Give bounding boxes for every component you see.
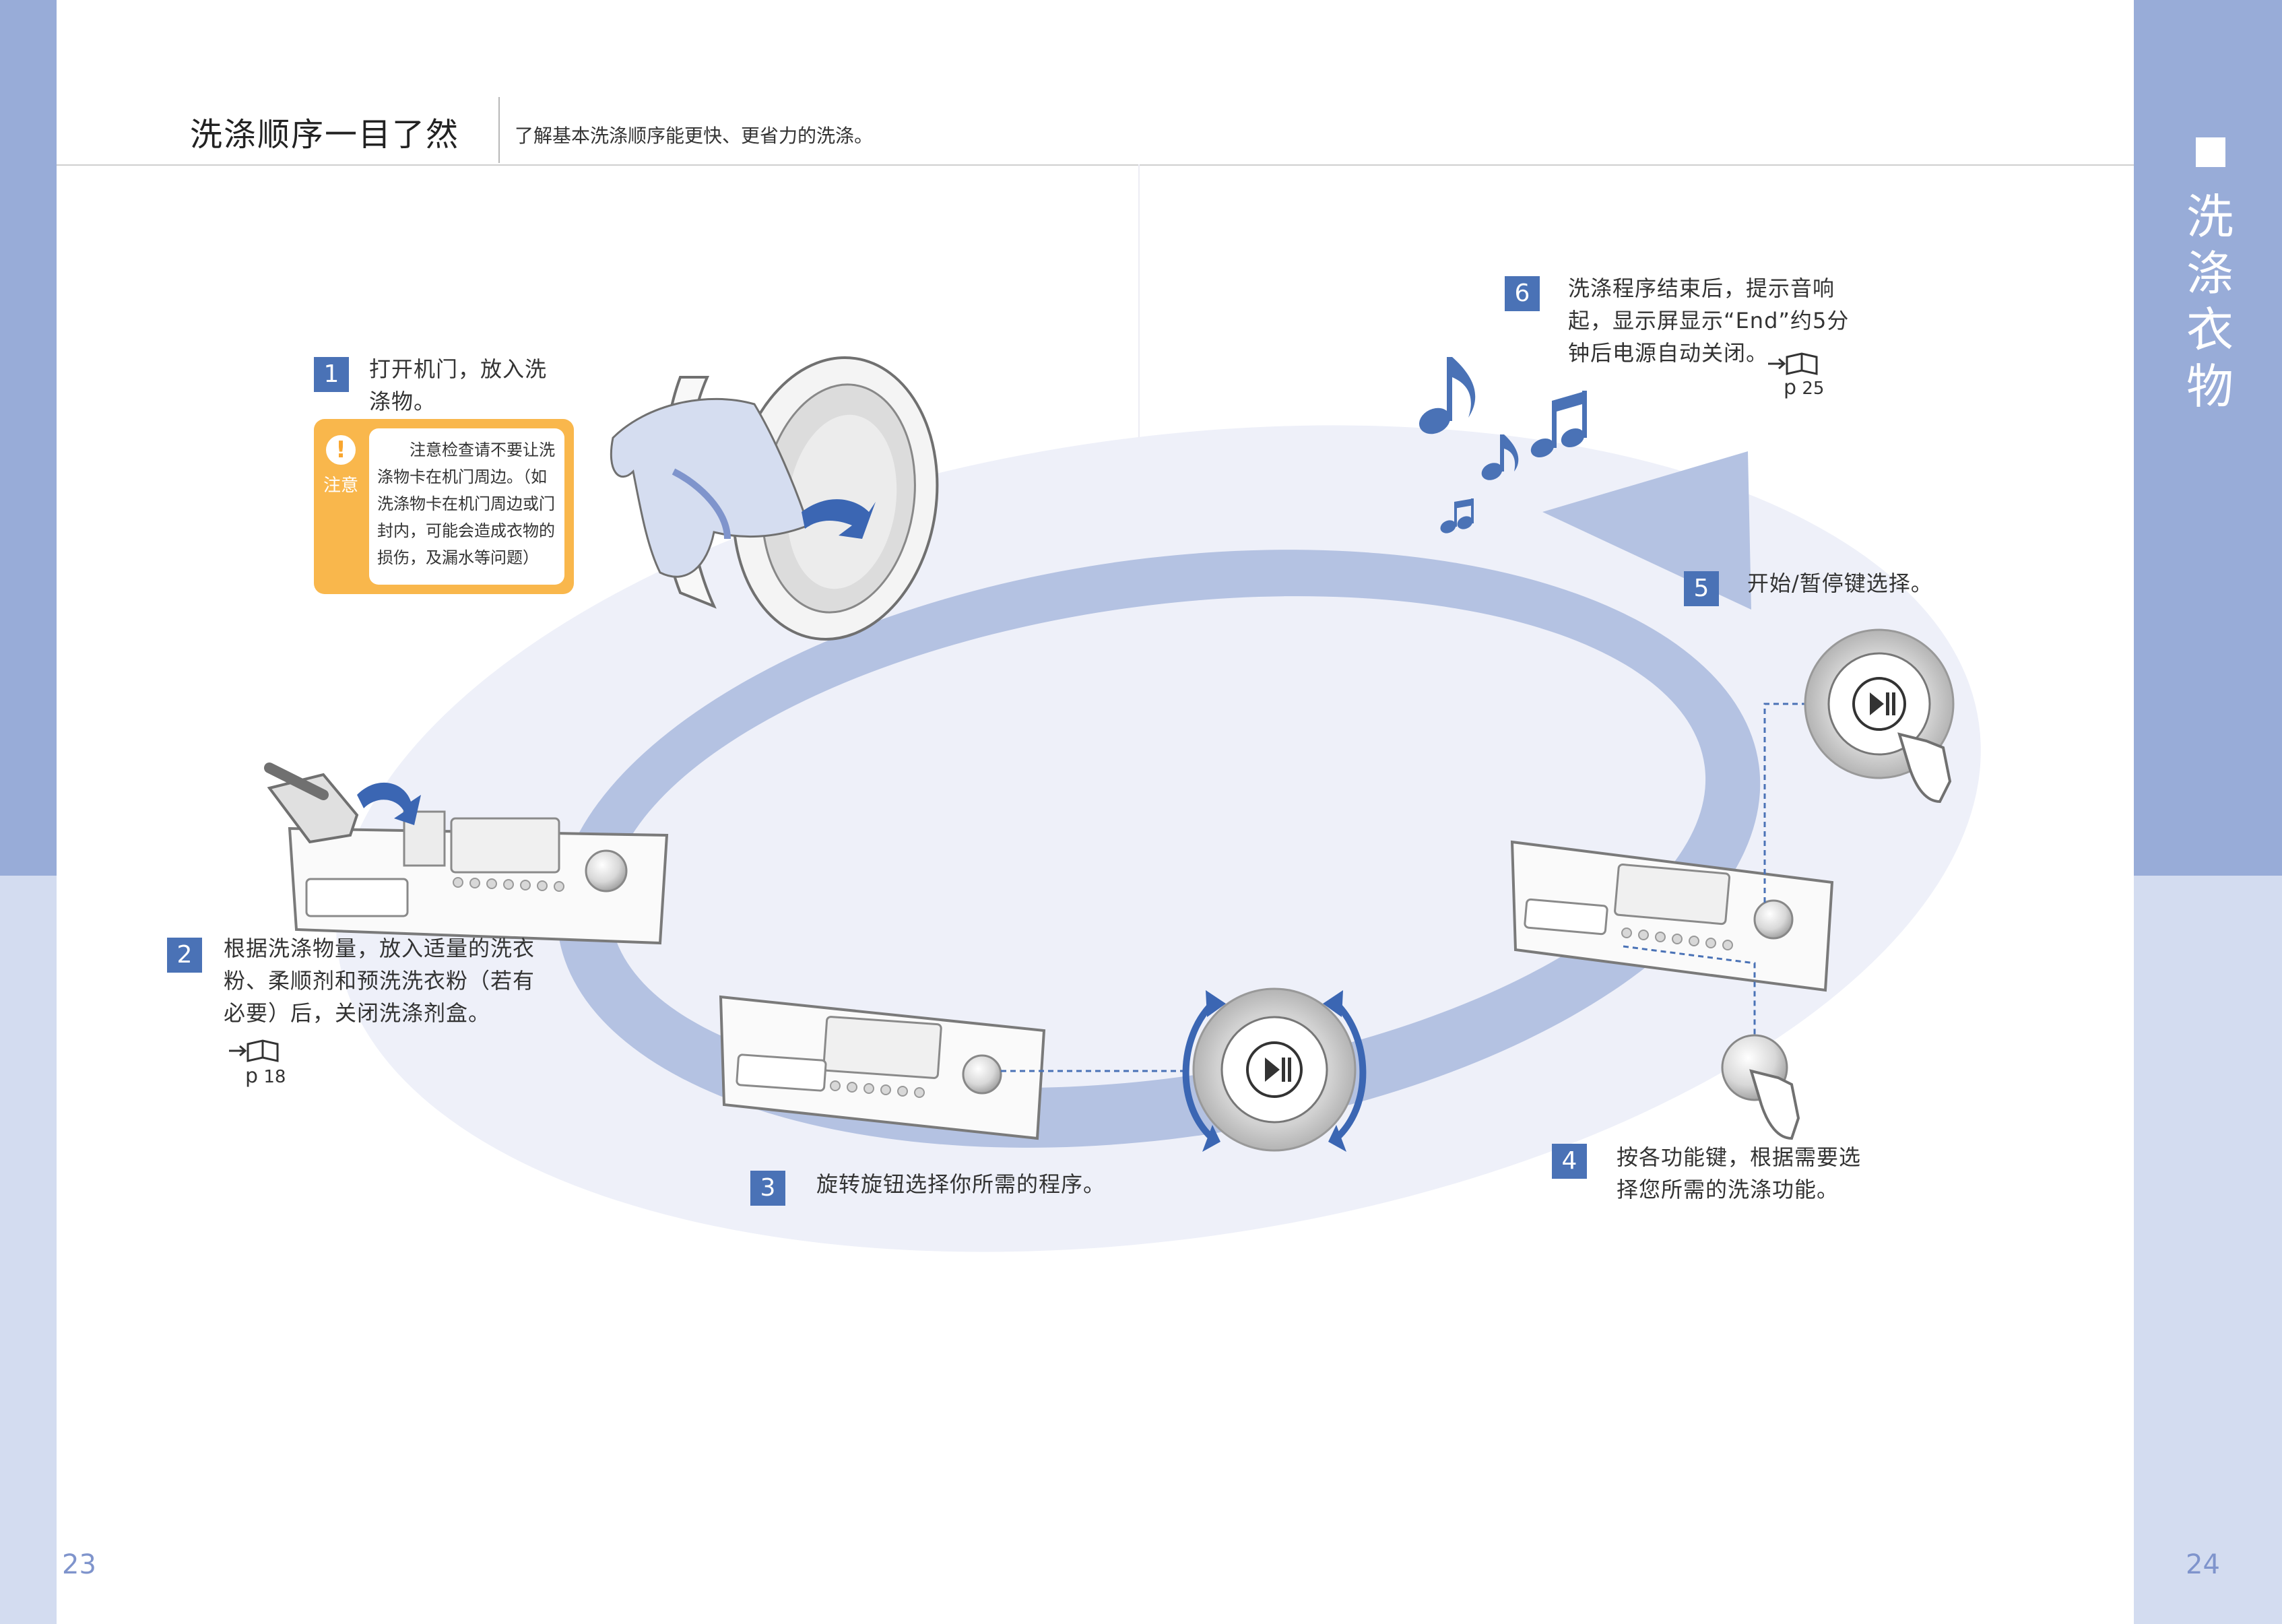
side-tab-char: 物 [2186,359,2234,414]
caution-icon: ! [326,435,356,465]
caution-line: 注意检查请不要让洗 [410,441,555,459]
side-tab-title: 洗 涤 衣 物 [2186,189,2234,415]
ref-p: p [245,1064,259,1088]
caution-label: 注意 [323,476,359,496]
step-number: 5 [1684,571,1719,606]
step-line: 开始/暂停键选择。 [1747,571,1933,596]
page-reference: p 18 [245,1064,286,1088]
caution-line: 涤物卡在机门周边。（如 [377,467,547,486]
step-line: 洗涤程序结束后，提示音响 [1568,275,1835,301]
step-3-text: 旋转旋钮选择你所需的程序。 [816,1168,1105,1200]
caution-line: 洗涤物卡在机门周边或门 [377,494,555,513]
left-sidebar-bottom [0,876,57,1624]
page-number-right: 24 [2186,1549,2220,1580]
side-tab-char: 洗 [2186,189,2234,245]
step-line: 按各功能键，根据需要选 [1617,1144,1862,1170]
left-sidebar-top [0,0,57,876]
step-6-text: 洗涤程序结束后，提示音响 起，显示屏显示“End”约5分 钟后电源自动关闭。 [1568,272,1849,369]
washer-door-illustration [610,356,939,641]
caution-inner: 注意检查请不要让洗 涤物卡在机门周边。（如 洗涤物卡在机门周边或门 封内，可能会… [369,428,564,585]
side-tab-char: 涤 [2186,246,2234,301]
step-number: 6 [1505,276,1540,311]
finger-press-icon [1721,1034,1800,1140]
flow-arrow-head [1542,451,1751,610]
caution-box: ! 注意 注意检查请不要让洗 涤物卡在机门周边。（如 洗涤物卡在机门周边或门 封… [314,419,574,594]
book-ref-icon [229,1039,279,1062]
step-number: 1 [314,357,349,392]
book-ref-icon [1768,352,1818,375]
step-number: 4 [1552,1144,1587,1179]
page-subtitle: 了解基本洗涤顺序能更快、更省力的洗涤。 [515,125,874,147]
step-1-text: 打开机门，放入洗 涤物。 [369,353,547,418]
control-panel-step4 [1510,703,1839,1041]
step-line: 必要）后，关闭洗涤剂盒。 [224,1000,491,1026]
music-note-icon [1419,357,1587,533]
control-panel-step3 [719,995,1185,1140]
ref-p: p [1784,376,1797,399]
ref-page: 25 [1802,379,1825,399]
side-tab-square [2196,137,2225,167]
side-tab-char: 衣 [2186,302,2234,358]
step-line: 起，显示屏显示“End”约5分 [1568,308,1850,333]
play-pause-button-illustration [1804,628,1955,804]
header-divider [498,97,500,163]
step-number: 3 [750,1171,785,1206]
step-5-text: 开始/暂停键选择。 [1747,567,1933,599]
right-sidebar-bottom [2134,876,2282,1624]
header-rule [57,164,2134,166]
detergent-drawer-illustration [264,762,669,945]
step-line: 粉、柔顺剂和预洗洗衣粉（若有 [224,968,535,994]
caution-line: 封内，可能会造成衣物的 [377,521,555,540]
step-line: 钟后电源自动关闭。 [1568,340,1769,366]
step-2-text: 根据洗涤物量，放入适量的洗衣 粉、柔顺剂和预洗洗衣粉（若有 必要）后，关闭洗涤剂… [224,932,535,1029]
page-number-left: 23 [62,1549,96,1580]
step-line: 旋转旋钮选择你所需的程序。 [816,1171,1106,1197]
page-reference: p 25 [1784,376,1824,399]
step-line: 打开机门，放入洗 [369,356,548,382]
page-title: 洗涤顺序一目了然 [190,116,460,154]
step-line: 涤物。 [369,389,436,414]
caution-line: 损伤，及漏水等问题） [377,548,539,567]
step-line: 择您所需的洗涤功能。 [1617,1177,1839,1202]
ref-page: 18 [263,1067,286,1087]
step-4-text: 按各功能键，根据需要选 择您所需的洗涤功能。 [1617,1141,1861,1206]
step-number: 2 [167,938,202,973]
dial-rotate-illustration [1182,987,1367,1152]
caution-text: 注意检查请不要让洗 涤物卡在机门周边。（如 洗涤物卡在机门周边或门 封内，可能会… [377,436,559,571]
step-line: 根据洗涤物量，放入适量的洗衣 [224,936,535,961]
